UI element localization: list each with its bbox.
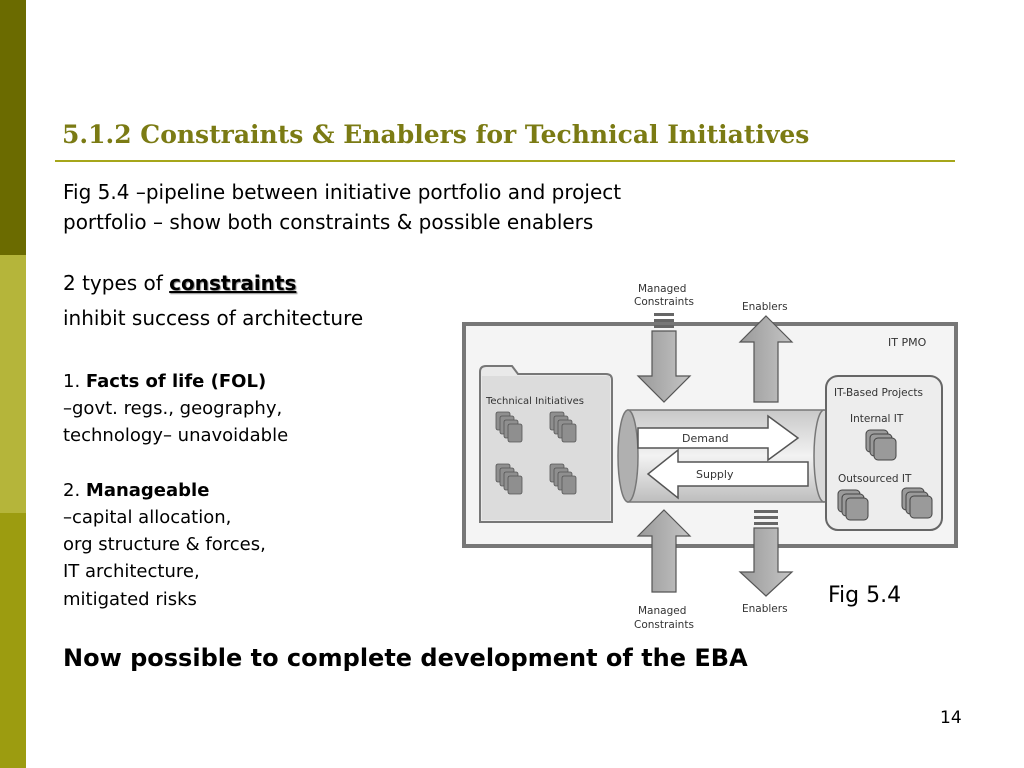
sidebar-block-bottom: [0, 513, 26, 768]
item-1-number: 1.: [63, 371, 86, 392]
managed-constraints-bottom-line1: Managed: [638, 605, 686, 617]
managed-constraints-bottom-line2: Constraints: [634, 619, 694, 631]
item-2-number: 2.: [63, 480, 86, 501]
title-underline: [55, 160, 955, 162]
demand-arrow: [637, 414, 800, 462]
item-2-label: Manageable: [85, 480, 210, 501]
sidebar-stripe: [0, 0, 26, 768]
intro-line-2: portfolio – show both constraints & poss…: [63, 210, 594, 234]
pipeline-diagram: IT PMO Technical Initiatives Demand Supp…: [462, 283, 958, 631]
constraints-keyword: constraints: [169, 271, 297, 295]
slide-title: 5.1.2 Constraints & Enablers for Technic…: [62, 120, 810, 149]
it-pmo-label: IT PMO: [888, 336, 927, 349]
folder-inner: [482, 376, 610, 520]
item-2-line-4: mitigated risks: [63, 589, 197, 610]
figure-caption: Fig 5.4: [828, 583, 902, 608]
item-1-label: Facts of life (FOL): [85, 371, 267, 392]
sidebar-block-middle: [0, 255, 26, 513]
supply-label: Supply: [696, 468, 734, 481]
managed-constraints-top-line2: Constraints: [634, 296, 694, 308]
pipeline-cylinder: [617, 409, 835, 503]
item-2-line-1: –capital allocation,: [63, 507, 232, 528]
item-1-heading: 1. Facts of life (FOL): [63, 371, 266, 392]
outsourced-it-label: Outsourced IT: [838, 473, 912, 485]
item-1-line-2: technology– unavoidable: [63, 425, 289, 446]
managed-constraints-top-line1: Managed: [638, 283, 686, 295]
item-1-line-1: –govt. regs., geography,: [63, 398, 283, 419]
conclusion-text: Now possible to complete development of …: [63, 644, 748, 672]
enablers-top-label: Enablers: [742, 301, 788, 313]
item-2-line-3: IT architecture,: [63, 561, 200, 582]
enablers-bottom-arrow: [738, 510, 794, 597]
types-prefix: 2 types of: [63, 271, 170, 295]
demand-label: Demand: [682, 432, 729, 445]
technical-initiatives-label: Technical Initiatives: [485, 396, 584, 407]
item-2-line-2: org structure & forces,: [63, 534, 266, 555]
sidebar-block-top: [0, 0, 26, 255]
pipeline-figure: IT PMO Technical Initiatives Demand Supp…: [458, 276, 963, 636]
supply-arrow: [646, 448, 809, 500]
managed-constraints-bottom-arrow: [636, 509, 692, 593]
page-number: 14: [940, 708, 962, 728]
it-based-projects-label: IT-Based Projects: [834, 387, 923, 399]
enablers-bottom-label: Enablers: [742, 603, 788, 615]
constraint-types-line: 2 types of constraints: [63, 271, 296, 295]
item-2-heading: 2. Manageable: [63, 480, 209, 501]
intro-line-1: Fig 5.4 –pipeline between initiative por…: [63, 180, 622, 204]
internal-it-label: Internal IT: [850, 413, 904, 425]
managed-constraints-top-arrow: [636, 313, 692, 403]
inhibit-line: inhibit success of architecture: [63, 306, 364, 330]
enablers-top-arrow: [738, 315, 794, 403]
